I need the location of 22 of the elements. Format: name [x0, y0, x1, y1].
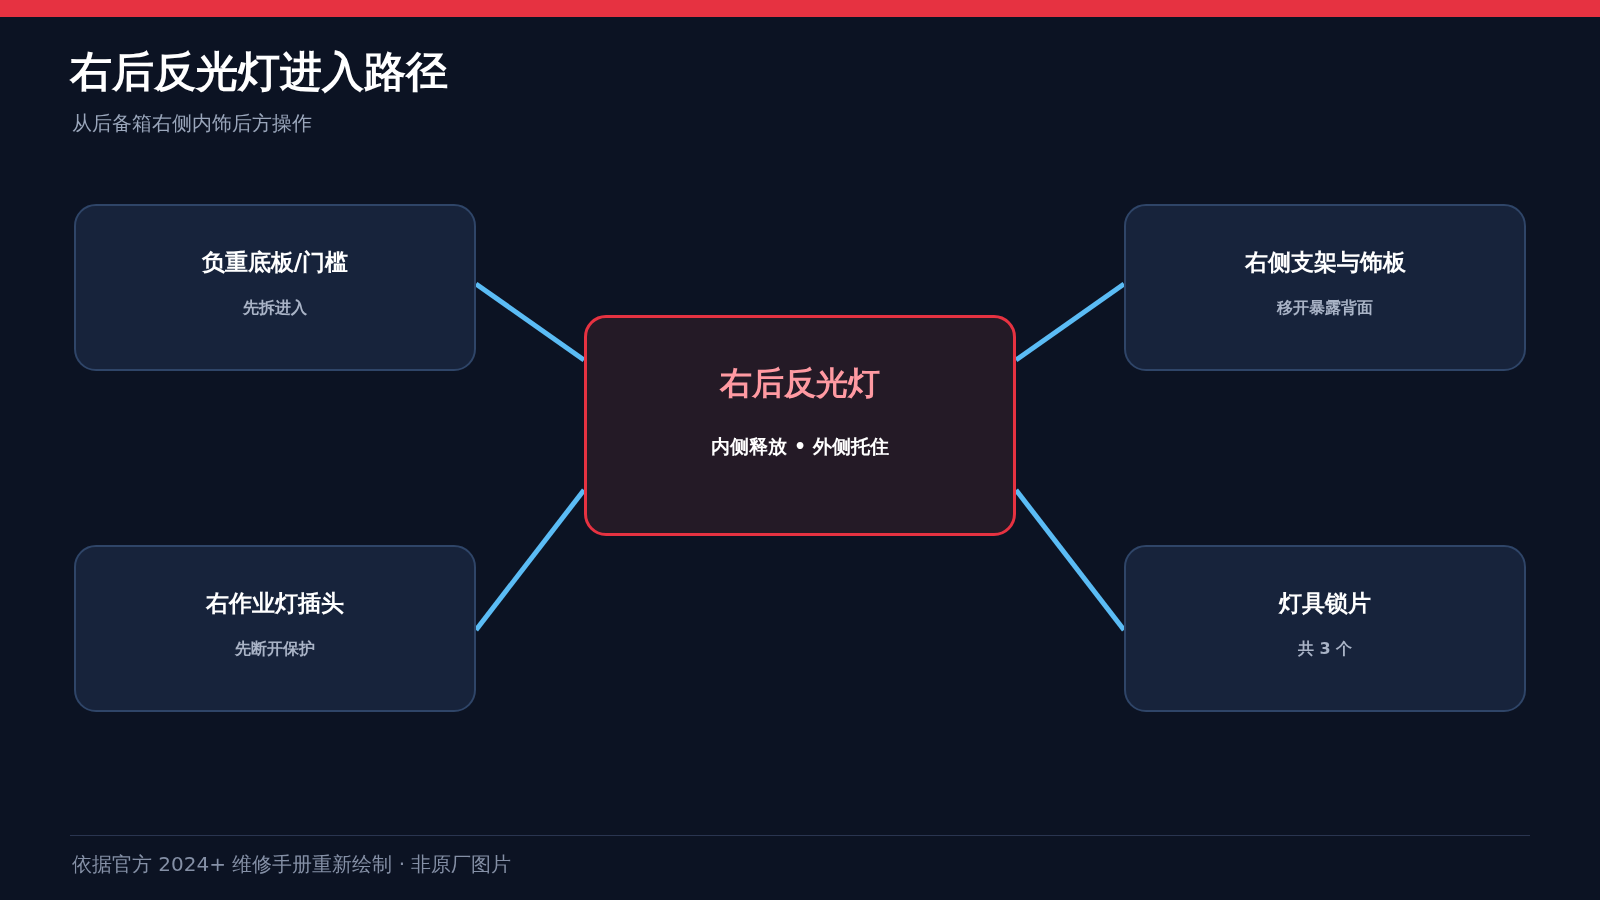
box-heading: 右后反光灯: [720, 362, 880, 404]
box-note: 共 3 个: [1297, 638, 1353, 660]
step-box: [1124, 204, 1526, 371]
box-heading: 灯具锁片: [1279, 588, 1371, 618]
center-box: [584, 315, 1016, 536]
title: 右后反光灯进入路径: [70, 46, 448, 98]
step-box: [74, 545, 476, 712]
step-box: [1124, 545, 1526, 712]
box-heading: 右侧支架与饰板: [1244, 247, 1406, 277]
box-note: 移开暴露背面: [1277, 297, 1373, 319]
box-note: 先拆进入: [243, 297, 307, 319]
step-box: [74, 204, 476, 371]
connector-line: [1014, 281, 1126, 363]
connector-line: [474, 488, 586, 632]
connector-line: [474, 281, 586, 363]
box-note: 内侧释放 • 外侧托住: [711, 433, 889, 459]
subtitle: 从后备箱右侧内饰后方操作: [72, 110, 312, 137]
box-note: 先断开保护: [235, 638, 315, 660]
footer-note: 依据官方 2024+ 维修手册重新绘制 · 非原厂图片: [72, 851, 512, 878]
connector-line: [1014, 488, 1126, 632]
box-heading: 负重底板/门槛: [201, 247, 349, 277]
box-heading: 右作业灯插头: [206, 588, 344, 618]
